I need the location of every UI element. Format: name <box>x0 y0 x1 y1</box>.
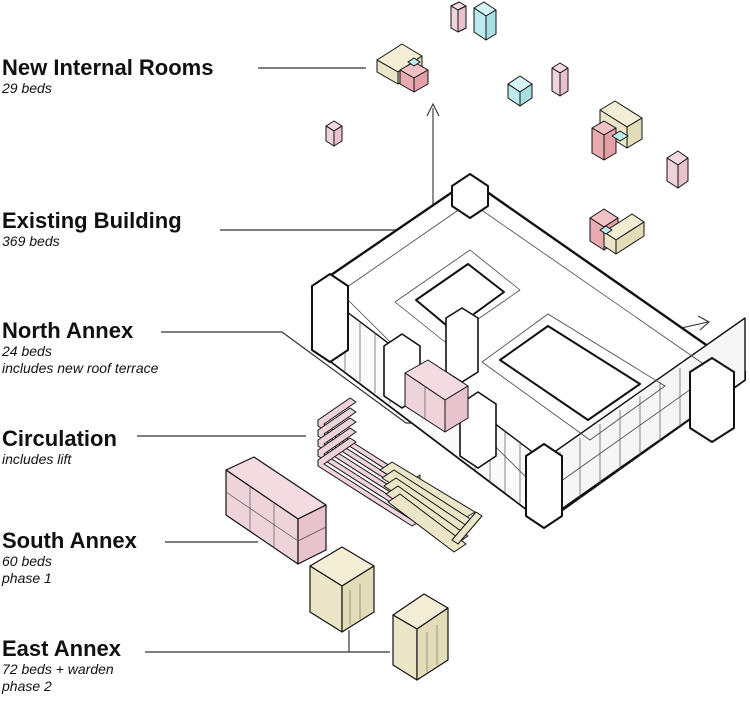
label-title: South Annex <box>2 528 137 553</box>
label-detail: 60 beds <box>2 553 52 569</box>
label-title: East Annex <box>2 636 122 661</box>
label-detail: 369 beds <box>2 233 60 249</box>
label-title: New Internal Rooms <box>2 55 214 80</box>
label-detail: 29 beds <box>2 80 52 96</box>
south-annex-block <box>225 456 327 565</box>
label-detail: includes new roof terrace <box>2 360 159 376</box>
label-detail: includes lift <box>2 451 72 467</box>
label-existing-building: Existing Building 369 beds <box>2 209 182 250</box>
label-title: Existing Building <box>2 208 182 233</box>
label-detail: 24 beds <box>2 343 52 359</box>
label-south-annex: South Annex 60 beds phase 1 <box>2 529 137 587</box>
east-annex-block-1 <box>309 546 375 633</box>
label-detail: phase 1 <box>2 570 52 586</box>
label-detail: 72 beds + warden <box>2 661 114 677</box>
new-internal-rooms-fragments <box>325 1 689 255</box>
circulation-stairs <box>317 397 483 553</box>
label-title: North Annex <box>2 318 134 343</box>
north-annex-block <box>404 359 469 433</box>
label-east-annex: East Annex 72 beds + warden phase 2 <box>2 637 121 695</box>
east-annex-block-2 <box>392 593 449 681</box>
existing-building <box>310 173 747 529</box>
label-north-annex: North Annex 24 beds includes new roof te… <box>2 319 158 377</box>
label-circulation: Circulation includes lift <box>2 427 117 468</box>
label-detail: phase 2 <box>2 678 52 694</box>
label-title: Circulation <box>2 426 117 451</box>
label-new-internal-rooms: New Internal Rooms 29 beds <box>2 56 213 97</box>
